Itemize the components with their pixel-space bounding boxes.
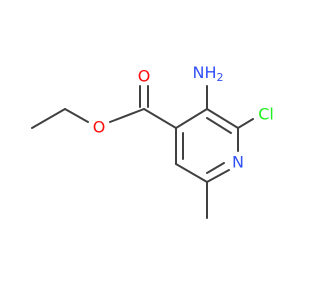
bond-ch3-ch2: [31, 108, 66, 129]
chlorine-label: Cl: [258, 105, 274, 124]
bond-ch2-o-ester: [64, 108, 89, 123]
bond-n-c6-outer: [206, 169, 230, 183]
bond-c6-c5: [175, 163, 208, 183]
amino-label-subscript: 2: [217, 71, 224, 84]
bond-o-ester-carbonyl-c: [109, 108, 145, 123]
ring-nitrogen-label: N: [232, 153, 244, 172]
carbonyl-oxygen-label: O: [138, 67, 151, 86]
amino-group-label: NH2: [193, 63, 224, 84]
ester-oxygen-label: O: [93, 118, 106, 137]
atom-label-layer: O O NH2 Cl N: [93, 63, 274, 172]
bond-carbonyl-c-ring: [143, 108, 177, 129]
bond-n-c6-inner: [206, 162, 225, 174]
amino-label-main: NH: [193, 63, 217, 82]
bond-c3-c2-inner: [206, 117, 232, 134]
bond-layer: [31, 85, 254, 219]
molecule-diagram: O O NH2 Cl N: [31, 63, 274, 219]
bond-c4-c3: [175, 108, 208, 129]
bond-c3-c2-outer: [206, 108, 239, 129]
bond-c2-chlorine: [237, 118, 254, 129]
